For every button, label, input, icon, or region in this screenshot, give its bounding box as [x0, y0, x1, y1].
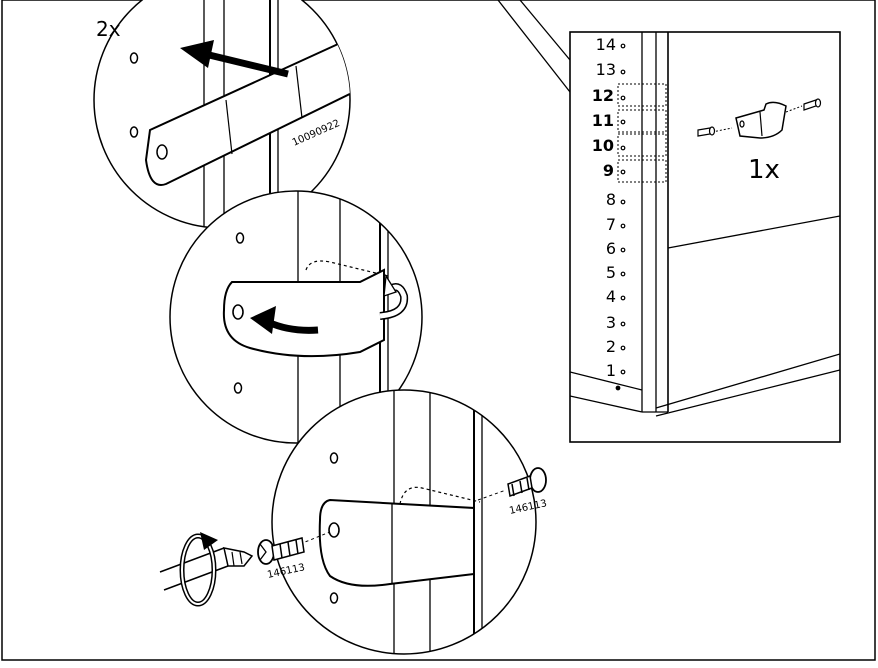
scale-mark: 7: [606, 215, 616, 234]
detail-circle-bracket-insert: 10090922: [93, 0, 369, 229]
bracket-hole: [232, 304, 244, 320]
leader-line-2: [519, 0, 571, 61]
scale-mark: 1: [606, 361, 616, 380]
screw-icon: [257, 537, 305, 565]
bracket-strip: [144, 31, 350, 186]
screw-icon: [507, 467, 547, 498]
scale-mark-bold: 10: [592, 136, 614, 155]
quantity-label-top: 2x: [96, 17, 121, 41]
scale-mark: 3: [606, 313, 616, 332]
scale-mark-bold: 9: [603, 161, 614, 180]
detail-circle-bracket-bend: [169, 190, 423, 444]
bracket-hole: [156, 144, 168, 160]
bracket-hole: [328, 522, 340, 538]
scale-mark: 6: [606, 239, 616, 258]
rotate-clockwise-icon: [179, 532, 218, 607]
bracket-hole: [359, 51, 369, 65]
scale-mark-bold: 12: [592, 86, 614, 105]
screwdriver-icon: [159, 547, 254, 591]
hole-marker: [235, 232, 245, 244]
scale-mark: 4: [606, 287, 616, 306]
scale-mark: 14: [596, 35, 616, 54]
rotate-left-arrow-icon: [250, 306, 319, 334]
detail-circle-screw-fasten: [257, 389, 547, 655]
scale-mark: 13: [596, 60, 616, 79]
scale-mark: 8: [606, 190, 616, 209]
overview-panel: 14 13 12 11 10 9 8 7 6 5 4 3 2 1: [569, 31, 841, 443]
scale-mark: 2: [606, 337, 616, 356]
bracket-with-screws-icon: [697, 98, 822, 139]
insert-arrow-icon: [180, 40, 289, 78]
bracket-positions: [617, 83, 667, 183]
bent-bracket: [222, 268, 385, 358]
mounted-bracket: [318, 498, 475, 587]
quantity-label-panel: 1x: [748, 155, 780, 185]
rotate-up-arrow-icon: [379, 274, 409, 320]
scale-mark-bold: 11: [592, 111, 614, 130]
leader-line: [497, 0, 571, 93]
scale-mark: 5: [606, 263, 616, 282]
